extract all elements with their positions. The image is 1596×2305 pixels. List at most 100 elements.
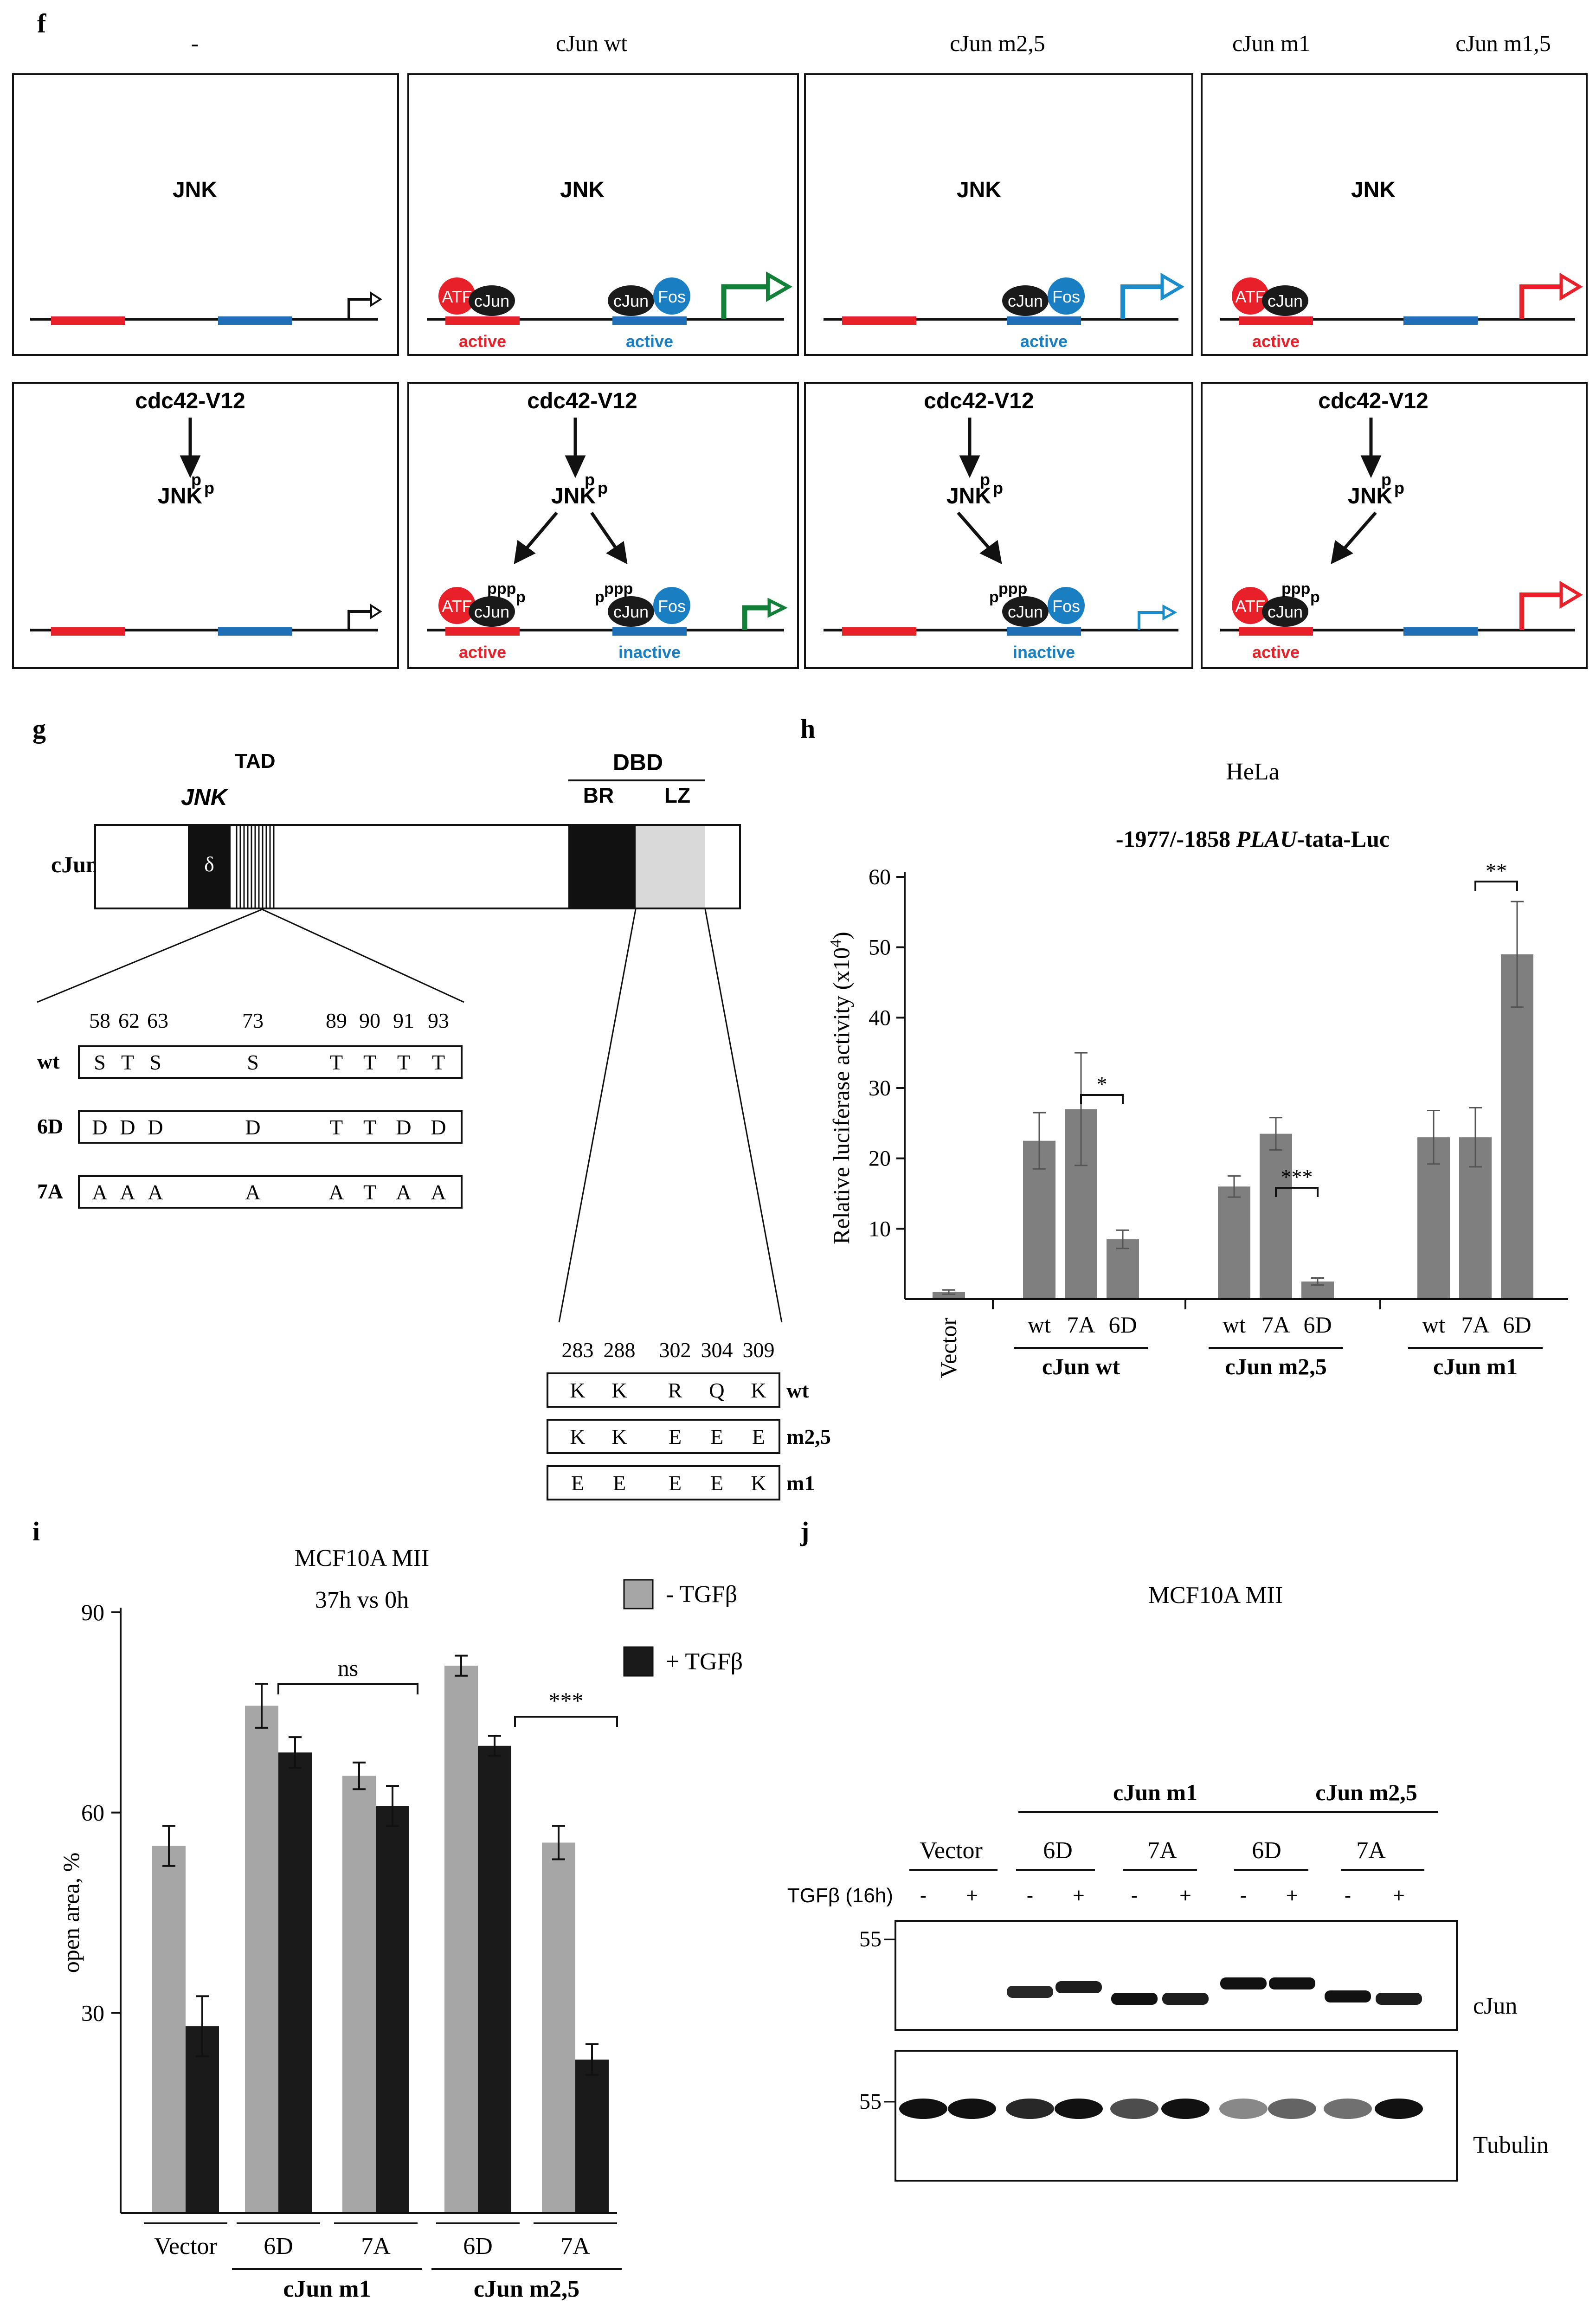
box-r2-c3 — [804, 382, 1193, 669]
dbd-row-box — [547, 1419, 780, 1454]
dbd-residue: E — [710, 1471, 723, 1495]
dbd-residue: E — [571, 1471, 584, 1495]
arrowhead — [565, 455, 586, 478]
blue-element — [612, 627, 687, 636]
dbd-row-label: m1 — [786, 1471, 815, 1495]
blue-element — [612, 316, 687, 325]
fos-label: Fos — [658, 597, 686, 616]
tss-arrowhead-green — [766, 271, 792, 302]
blue-element — [218, 316, 292, 325]
box-r2-c1 — [12, 382, 399, 669]
tad-residue: D — [396, 1115, 411, 1139]
panel-letter-f: f — [37, 8, 46, 39]
tad-residue: A — [431, 1180, 446, 1204]
lane-label: 7A — [1356, 1837, 1386, 1864]
fos-circle — [653, 277, 690, 315]
tad-row-label: 6D — [37, 1114, 63, 1138]
jnkpp-label: JNK — [551, 484, 596, 509]
tad-residue: T — [363, 1180, 376, 1204]
bar — [278, 1752, 312, 2213]
tubulin-band — [1110, 2099, 1158, 2119]
chart-h-subtitle: -1977/-1858 PLAU-tata-Luc — [1116, 826, 1390, 852]
box-r1-c3 — [804, 73, 1193, 356]
blot-title: MCF10A MII — [1148, 1582, 1283, 1609]
bar — [1501, 954, 1533, 1299]
fos-circle — [653, 587, 690, 624]
tss-arrow-black — [348, 298, 371, 319]
significance-label: * — [1097, 1072, 1107, 1096]
cjun-label: cJun — [474, 291, 509, 310]
treatment-label: TGFβ (16h) — [787, 1884, 893, 1907]
y-tick-label: 40 — [869, 1005, 891, 1030]
category-label: 6D — [1108, 1312, 1137, 1338]
lane-label: 6D — [1252, 1837, 1281, 1864]
phospho-p: p — [204, 478, 214, 497]
zoom-line — [262, 908, 464, 1003]
atf-circle — [1232, 277, 1269, 315]
tad-residue: T — [432, 1050, 445, 1074]
y-tick-label: 90 — [81, 1599, 104, 1625]
tad-residue: A — [120, 1180, 135, 1204]
fos-circle — [1048, 587, 1085, 624]
col-title-none: - — [191, 30, 199, 56]
group-label: cJun m1 — [283, 2276, 371, 2302]
tss-arrow-green — [742, 605, 770, 630]
panel-letter-h: h — [800, 714, 815, 744]
jnkpp-label: JNK — [946, 484, 991, 509]
y-tick-label: 50 — [869, 935, 891, 960]
lane-label: Vector — [920, 1837, 983, 1864]
tad-position-label: 63 — [147, 1009, 168, 1032]
inactive-label: inactive — [618, 643, 681, 662]
y-tick-label: 20 — [869, 1146, 891, 1171]
active-label: active — [1252, 332, 1300, 351]
tss-arrowhead — [370, 604, 382, 619]
significance-bracket — [277, 1683, 418, 1694]
category-label: 6D — [1503, 1312, 1531, 1338]
jnk-label: JNK — [1351, 178, 1396, 202]
delta-label: δ — [204, 852, 214, 876]
blue-element — [1403, 316, 1478, 325]
tss-arrowhead-blue — [1160, 272, 1184, 301]
bar — [342, 1776, 376, 2213]
tad-residue: A — [328, 1180, 344, 1204]
cjun-blot-panel — [895, 1920, 1458, 2031]
dbd-residue: Q — [709, 1378, 724, 1402]
category-label: wt — [1223, 1312, 1246, 1338]
y-axis-label: Relative luciferase activity (x104) — [827, 932, 855, 1244]
red-element — [1239, 316, 1313, 325]
tad-residue: D — [431, 1115, 446, 1139]
phospho-arrow — [590, 512, 618, 551]
leucine-zipper — [636, 826, 705, 908]
red-element — [51, 627, 125, 636]
tad-residue: T — [330, 1115, 343, 1139]
plus-sign: + — [1179, 1884, 1191, 1907]
panel-letter-j: j — [800, 1516, 809, 1546]
ppp-label: ppp — [487, 580, 516, 598]
tad-residue: D — [245, 1115, 260, 1139]
ppp-label: ppp — [604, 580, 633, 598]
dbd-residue: K — [570, 1425, 585, 1449]
dbd-residue: E — [752, 1425, 765, 1449]
dbd-position-label: 309 — [743, 1338, 775, 1362]
bar — [575, 2060, 609, 2213]
dbd-position-label: 283 — [562, 1338, 594, 1362]
category-label: Vector — [935, 1318, 961, 1378]
arrowhead — [180, 455, 201, 478]
category-label: 7A — [1261, 1312, 1290, 1338]
phospho-p: p — [980, 470, 990, 489]
red-element — [445, 627, 520, 636]
bar — [478, 1745, 511, 2213]
tad-residue: T — [121, 1050, 134, 1074]
significance-label: *** — [549, 1687, 584, 1713]
tad-row-box — [78, 1110, 463, 1144]
dbd-residue: K — [751, 1471, 766, 1495]
dbd-residue: K — [611, 1425, 627, 1449]
tubulin-band — [1324, 2099, 1372, 2119]
group-label: cJun m2,5 — [474, 2276, 579, 2302]
dbd-position-label: 304 — [701, 1338, 733, 1362]
legend-swatch — [623, 1646, 654, 1677]
tubulin-band — [1268, 2099, 1316, 2119]
